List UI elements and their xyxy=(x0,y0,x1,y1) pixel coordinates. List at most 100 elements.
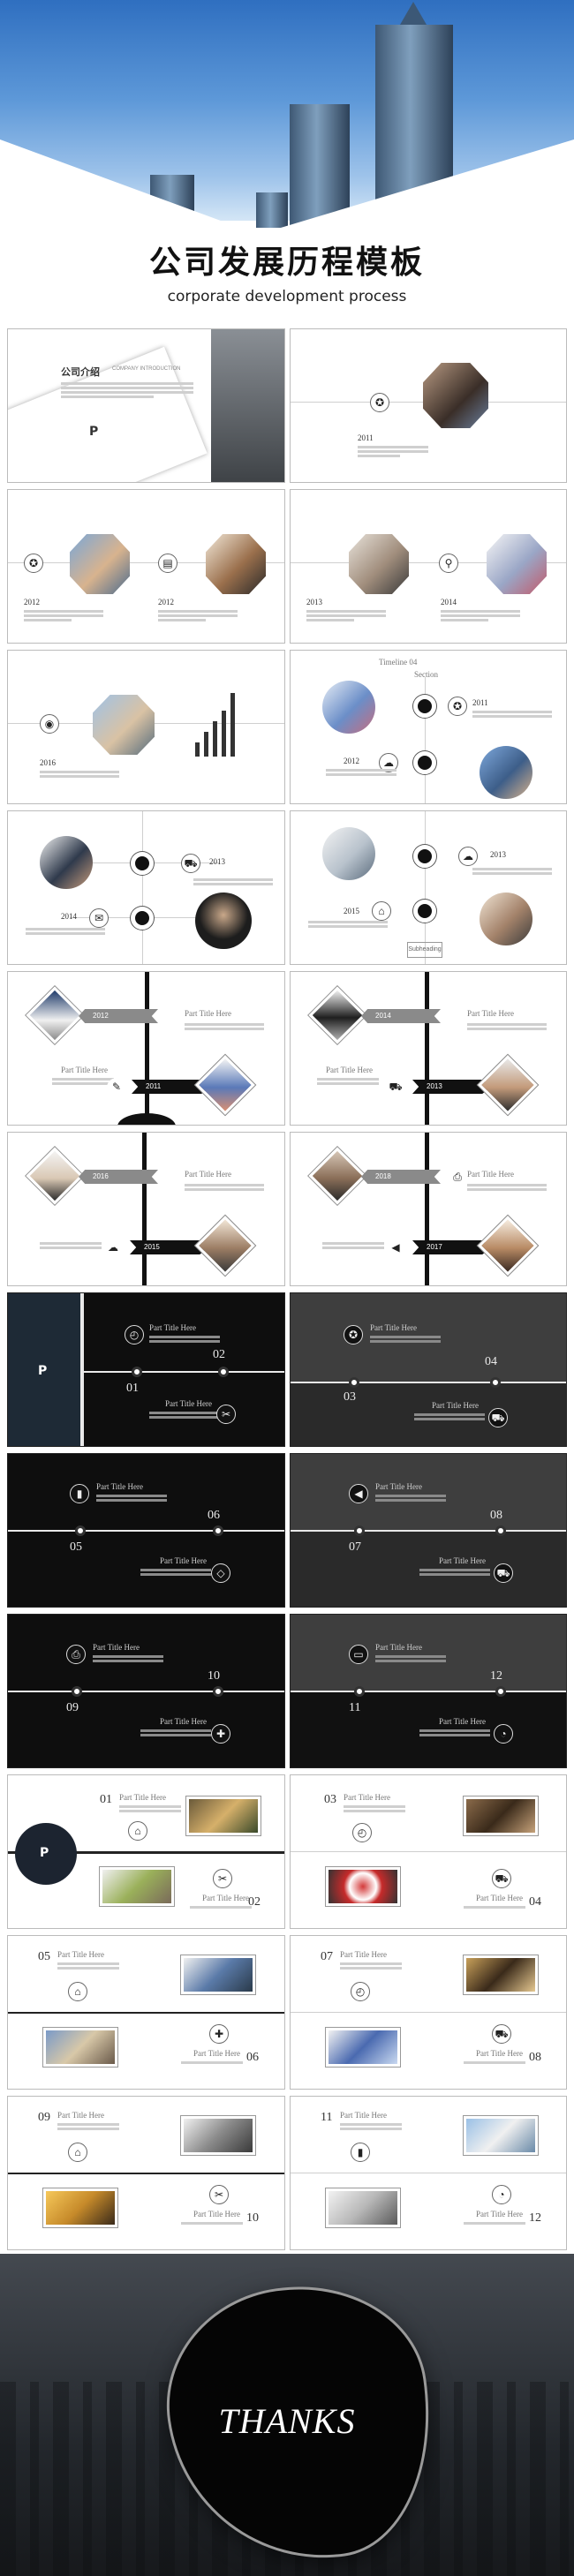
timeline-line xyxy=(8,1851,284,1854)
city-photo xyxy=(464,2116,538,2155)
timeline-slide: 2018 ⎙ Part Title Here ◀ 2017 xyxy=(290,1132,567,1286)
item-title: Part Title Here xyxy=(160,1556,207,1565)
person-photo xyxy=(308,986,366,1044)
item-text xyxy=(40,1240,102,1251)
item-text xyxy=(181,2060,243,2066)
intro-title: 公司介绍 xyxy=(61,367,100,378)
bank-icon: ⌂ xyxy=(68,1982,87,2001)
step-number: 10 xyxy=(208,1669,220,1683)
lab-photo xyxy=(195,1055,255,1115)
item-text xyxy=(344,1804,405,1814)
person-photo xyxy=(195,893,252,949)
step-number: 08 xyxy=(529,2051,541,2064)
bar xyxy=(195,742,200,757)
item-text xyxy=(57,2121,119,2132)
tools-icon: ✂ xyxy=(213,1869,232,1888)
item-title: Part Title Here xyxy=(467,1009,514,1018)
timeline-slide: 11 Part Title Here ▮ ◔ Part Title Here 1… xyxy=(290,2096,567,2250)
lab-photo xyxy=(326,2028,400,2067)
timeline-base xyxy=(117,1113,176,1125)
truck-icon: ⛟ xyxy=(494,1563,513,1583)
timeline-node xyxy=(495,1525,506,1536)
item-text xyxy=(140,1728,211,1738)
step-number: 02 xyxy=(248,1895,261,1909)
item-title: Part Title Here xyxy=(93,1643,140,1652)
cover-slide: 公司发展历程模板 corporate development process xyxy=(0,0,574,322)
step-number: 03 xyxy=(344,1390,356,1404)
person-photo xyxy=(480,746,532,799)
gift-icon: ✚ xyxy=(211,1724,230,1744)
logo-mark: P xyxy=(40,1846,49,1860)
handshake-photo xyxy=(326,2188,400,2227)
tools-icon: ✂ xyxy=(209,2185,229,2204)
subheading-button[interactable]: Subheading xyxy=(407,942,442,958)
item-text xyxy=(419,1728,490,1738)
item-text xyxy=(358,444,428,459)
cloud-icon: ☁ xyxy=(379,753,398,772)
lower-band xyxy=(291,1530,566,1607)
person-photo xyxy=(206,534,266,594)
timeline-slide: 09 Part Title Here ⌂ ✂ Part Title Here 1… xyxy=(7,2096,285,2250)
step-number: 06 xyxy=(208,1509,220,1522)
item-title: Part Title Here xyxy=(476,2049,523,2058)
cyclist-photo xyxy=(478,1216,538,1276)
year-label: 2012 xyxy=(344,757,359,765)
item-text xyxy=(40,769,119,780)
timeline-slide: 03 Part Title Here ◴ ⛟ Part Title Here 0… xyxy=(290,1774,567,1929)
item-text xyxy=(306,608,386,623)
item-text xyxy=(140,1567,211,1578)
timeline-slide: ✪ 2011 xyxy=(290,328,567,483)
speaker-icon: ◀ xyxy=(349,1484,368,1503)
timeline-node xyxy=(354,1686,365,1697)
speaker-icon: ◉ xyxy=(40,714,59,734)
item-title: Part Title Here xyxy=(193,2049,240,2058)
sunset-photo xyxy=(43,2188,117,2227)
timeline-slide: 2016 Part Title Here ☁ 2015 xyxy=(7,1132,285,1286)
grey-timeline-slide: ✪ Part Title Here 03 04 Part Title Here … xyxy=(290,1292,567,1447)
logo-mark: P xyxy=(38,1364,48,1378)
grey-timeline-slide: ▭ Part Title Here 11 12 Part Title Here … xyxy=(290,1614,567,1768)
cart-icon: ⛟ xyxy=(181,854,200,873)
year-label: 2013 xyxy=(306,598,322,606)
timeline-line xyxy=(142,1133,147,1285)
timeline-line xyxy=(291,2012,566,2013)
year-label: 2015 xyxy=(344,907,359,915)
timeline-slide: ⚲ 2013 2014 xyxy=(290,489,567,644)
item-title: Part Title Here xyxy=(439,1556,486,1565)
timeline-line xyxy=(8,1530,284,1532)
year-label: 2016 xyxy=(40,758,56,767)
item-text xyxy=(185,1021,264,1032)
year-banner: 2016 xyxy=(79,1170,158,1184)
step-number: 11 xyxy=(321,2111,333,2124)
item-text xyxy=(326,767,397,778)
item-text xyxy=(340,1961,402,1971)
sky-photo xyxy=(43,2028,117,2067)
cart-icon: ⛟ xyxy=(492,1869,511,1888)
office-photo xyxy=(322,827,375,880)
intro-title-en: COMPANY INTRODUCTION xyxy=(112,366,181,372)
clock-icon: ◴ xyxy=(351,1982,370,2001)
plant-photo xyxy=(186,1796,261,1835)
item-text xyxy=(370,1334,441,1344)
building xyxy=(290,104,350,228)
bar xyxy=(222,711,226,757)
timeline-slide: P 01 Part Title Here ⌂ ✂ Part Title Here… xyxy=(7,1774,285,1929)
timeline-line xyxy=(8,1691,284,1692)
cloud-icon: ☁ xyxy=(103,1239,123,1258)
item-title: Part Title Here xyxy=(160,1717,207,1726)
timeline-header: Timeline 04 xyxy=(379,658,418,667)
timeline-node xyxy=(495,1686,506,1697)
step-number: 03 xyxy=(324,1793,336,1806)
timeline-node xyxy=(131,907,154,930)
battery-icon: ▮ xyxy=(351,2143,370,2162)
item-title: Part Title Here xyxy=(57,1950,104,1959)
lab-photo xyxy=(322,681,375,734)
step-number: 05 xyxy=(38,1950,50,1963)
timeline-slide: Timeline 04 Section ✪ 2011 ☁ 2012 xyxy=(290,650,567,804)
item-text xyxy=(322,1240,384,1251)
mail-icon: ✉ xyxy=(89,908,109,928)
trophy-icon: ✪ xyxy=(24,554,43,573)
item-title: Part Title Here xyxy=(375,1643,422,1652)
bank-icon: ⌂ xyxy=(68,2143,87,2162)
timeline-line xyxy=(425,1133,429,1285)
